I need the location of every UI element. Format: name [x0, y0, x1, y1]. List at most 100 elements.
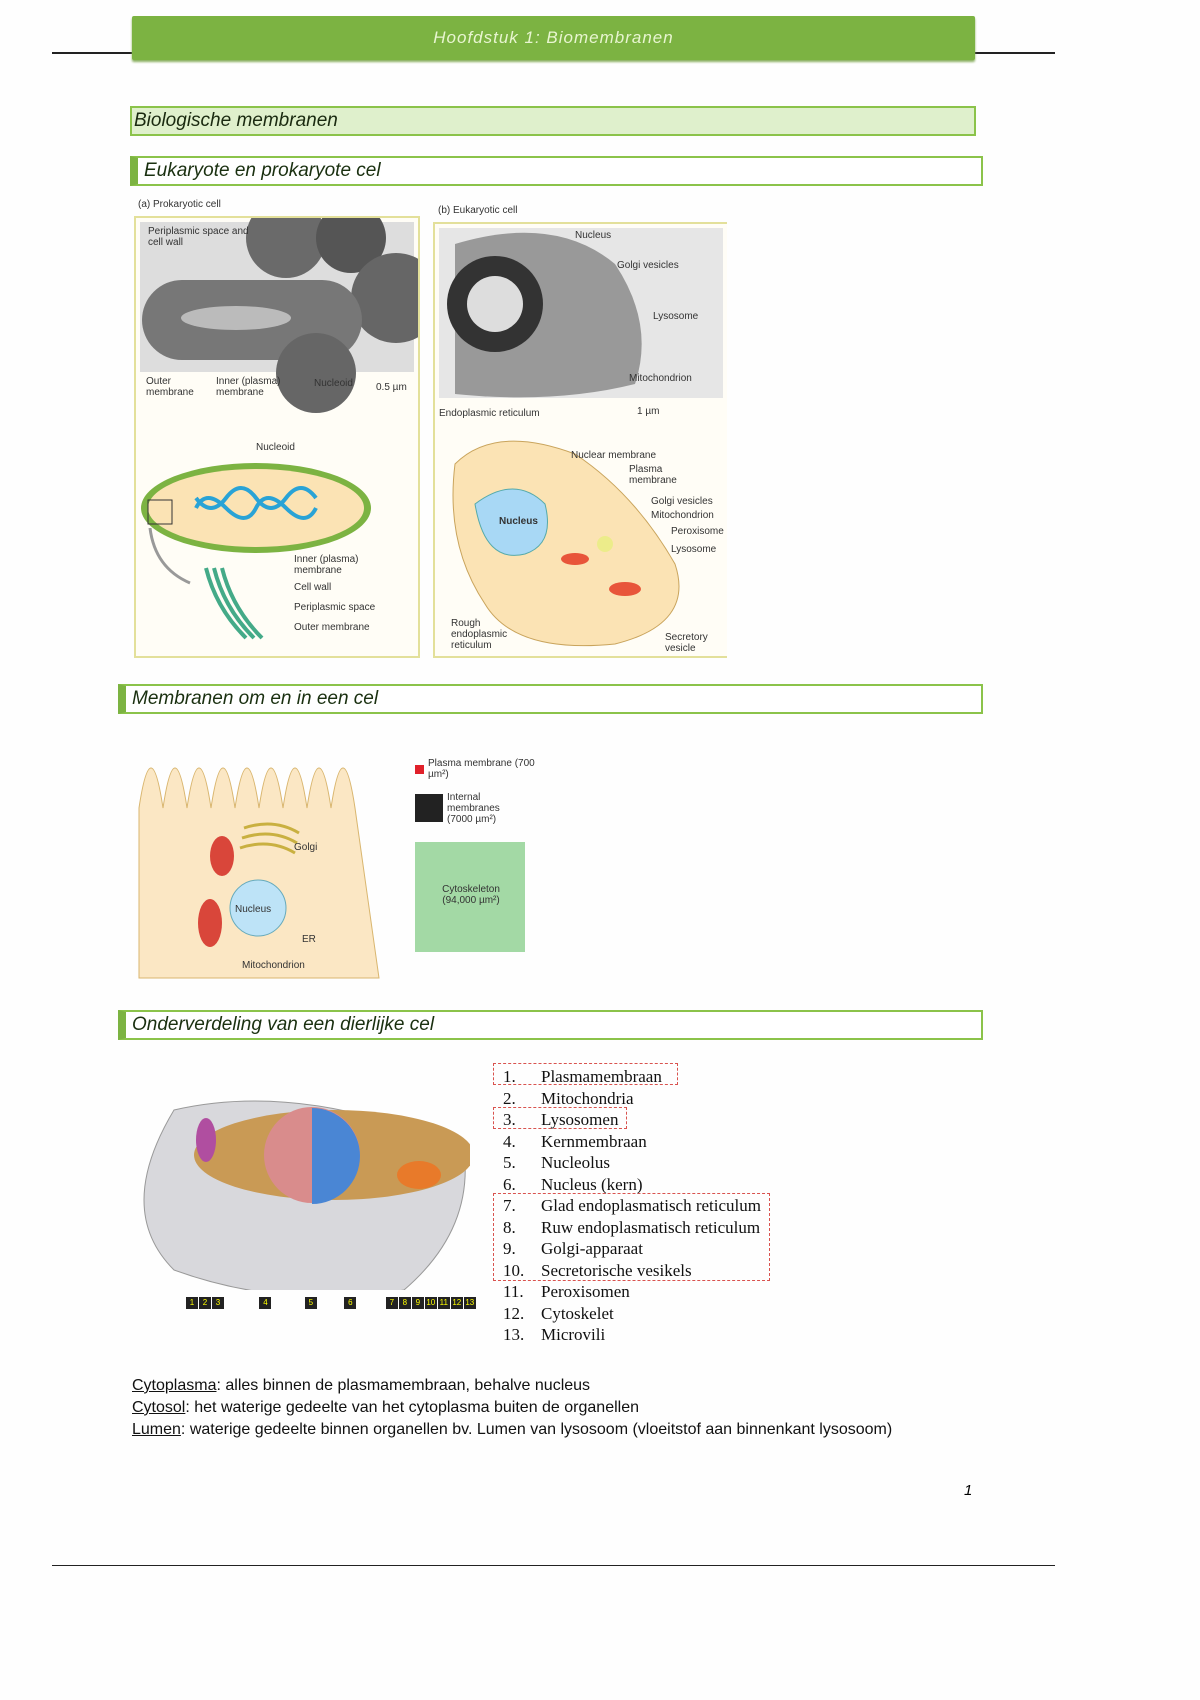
header-rule-left: [52, 52, 132, 54]
label-nucleoid-diagram: Nucleoid: [256, 442, 295, 453]
list-item: 2. Mitochondria: [497, 1088, 761, 1110]
list-item: 7.Glad endoplasmatisch reticulum: [497, 1195, 761, 1217]
badge: 11: [437, 1297, 450, 1309]
badge: 10: [424, 1297, 437, 1309]
label-golgi: Golgi: [294, 842, 318, 853]
label-peroxisome: Peroxisome: [671, 526, 724, 537]
legend-plasma-membrane: Plasma membrane (700 µm²): [428, 758, 535, 780]
subheading-membranes: Membranen om en in een cel: [118, 684, 983, 714]
label-nucleoid: Nucleoid: [314, 378, 353, 389]
footer-rule: [52, 1565, 1055, 1566]
item-number: 1.: [503, 1067, 516, 1086]
label-golgi-em: Golgi vesicles: [617, 260, 679, 271]
item-label: Cytoskelet: [541, 1303, 614, 1323]
highlight-box: [493, 1063, 678, 1085]
list-item: 8.Ruw endoplasmatisch reticulum: [497, 1217, 761, 1239]
list-item: 4. Kernmembraan: [497, 1131, 761, 1153]
list-item: 1. Plasmamembraan: [497, 1066, 761, 1088]
badge: 3: [212, 1297, 224, 1309]
label-inner-diagram: Inner (plasma) membrane: [294, 554, 359, 576]
item-number: 12.: [503, 1303, 525, 1323]
definition-text: : alles binnen de plasmamembraan, behalv…: [216, 1377, 591, 1394]
section-heading: Biologische membranen: [130, 106, 976, 136]
label-secretory-vesicle: Secretory vesicle: [665, 632, 708, 654]
definitions: Cytoplasma: alles binnen de plasmamembra…: [132, 1375, 892, 1441]
label-rough-er: Rough endoplasmic reticulum: [451, 618, 508, 651]
header-rule-right: [975, 52, 1055, 54]
prokaryotic-illustration: [140, 198, 441, 640]
list-item: 3.Lysosomen: [497, 1109, 761, 1131]
label-lysosome-em: Lysosome: [653, 311, 699, 322]
definition-cytosol: Cytosol: het waterige gedeelte van het c…: [132, 1397, 892, 1419]
item-number: 7.: [503, 1196, 516, 1215]
item-label: Nucleus (kern): [541, 1174, 643, 1194]
item-number: 5.: [503, 1153, 516, 1172]
item-number: 4.: [503, 1131, 516, 1151]
eukaryotic-caption: (b) Eukaryotic cell: [438, 205, 518, 216]
label-er-em: Endoplasmic reticulum: [439, 408, 540, 419]
legend-swatch-plasma: [415, 765, 424, 774]
label-nucleus: Nucleus: [235, 904, 272, 915]
item-label: Golgi-apparaat: [541, 1239, 643, 1258]
item-number: 13.: [503, 1325, 525, 1344]
highlight-box: [493, 1107, 627, 1129]
badge: 4: [259, 1297, 272, 1309]
item-number: 9.: [503, 1239, 516, 1258]
label-mito-em: Mitochondrion: [629, 373, 692, 384]
label-golgi-diagram: Golgi vesicles: [651, 496, 713, 507]
badge: 5: [304, 1297, 317, 1309]
subheading-cells: Eukaryote en prokaryote cel: [130, 156, 983, 186]
list-item: 10.Secretorische vesikels: [497, 1260, 761, 1282]
badge: 6: [344, 1297, 357, 1309]
label-outer-membrane: Outer membrane: [294, 622, 370, 633]
label-periplasmic: Periplasmic space and cell wall: [148, 226, 249, 248]
badge: 13: [463, 1297, 476, 1309]
item-label: Peroxisomen: [541, 1282, 630, 1301]
definition-lumen: Lumen: waterige gedeelte binnen organell…: [132, 1419, 892, 1441]
subheading-animal-cell: Onderverdeling van een dierlijke cel: [118, 1010, 983, 1040]
item-label: Plasmamembraan: [541, 1067, 662, 1086]
term: Lumen: [132, 1421, 181, 1438]
chapter-header: Hoofdstuk 1: Biomembranen: [132, 16, 975, 60]
badge: 2: [199, 1297, 211, 1309]
label-nuclear-membrane: Nuclear membrane: [571, 450, 657, 461]
label-plasma-membrane: Plasma membrane: [629, 464, 677, 486]
list-item: 12. Cytoskelet: [497, 1303, 761, 1325]
eukaryotic-illustration: [439, 228, 723, 647]
list-item: 11. Peroxisomen: [497, 1281, 761, 1303]
definition-cytoplasma: Cytoplasma: alles binnen de plasmamembra…: [132, 1375, 892, 1397]
list-item: 6.Nucleus (kern): [497, 1174, 761, 1196]
list-item: 9. Golgi-apparaat: [497, 1238, 761, 1260]
item-number: 2.: [503, 1088, 516, 1108]
badge: 12: [450, 1297, 463, 1309]
label-er: ER: [302, 934, 316, 945]
item-label: Ruw endoplasmatisch reticulum: [541, 1217, 761, 1237]
badge: 9: [411, 1297, 424, 1309]
prokaryotic-caption: (a) Prokaryotic cell: [138, 199, 221, 210]
prokaryotic-cell-figure: Periplasmic space and cell wall Outer me…: [134, 198, 441, 658]
definition-text: : waterige gedeelte binnen organellen bv…: [180, 1421, 893, 1438]
item-number: 11.: [503, 1282, 524, 1301]
item-label: Kernmembraan: [541, 1131, 647, 1151]
legend-swatch-internal: [415, 794, 443, 822]
badge: 1: [186, 1297, 198, 1309]
item-label: Secretorische vesikels: [541, 1260, 692, 1280]
item-label: Lysosomen: [541, 1110, 619, 1129]
label-inner: Inner (plasma) membrane: [216, 376, 281, 398]
highlight-box: [493, 1193, 770, 1281]
term: Cytosol: [132, 1399, 186, 1416]
scale-bar: 0.5 µm: [376, 382, 407, 393]
badge: 7: [385, 1297, 398, 1309]
eukaryotic-cell-figure: Nucleus Golgi vesicles Lysosome Mitochon…: [433, 222, 727, 658]
animal-cell-illustration: [143, 1100, 474, 1298]
definition-text: : het waterige gedeelte van het cytoplas…: [185, 1399, 639, 1416]
label-cell-wall: Cell wall: [294, 582, 332, 593]
item-label: Mitochondria: [541, 1088, 634, 1108]
list-item: 13.Microvili: [497, 1324, 761, 1346]
page-number: 1: [964, 1482, 973, 1499]
legend-cytoskeleton: Cytoskeleton (94,000 µm²): [442, 884, 500, 906]
